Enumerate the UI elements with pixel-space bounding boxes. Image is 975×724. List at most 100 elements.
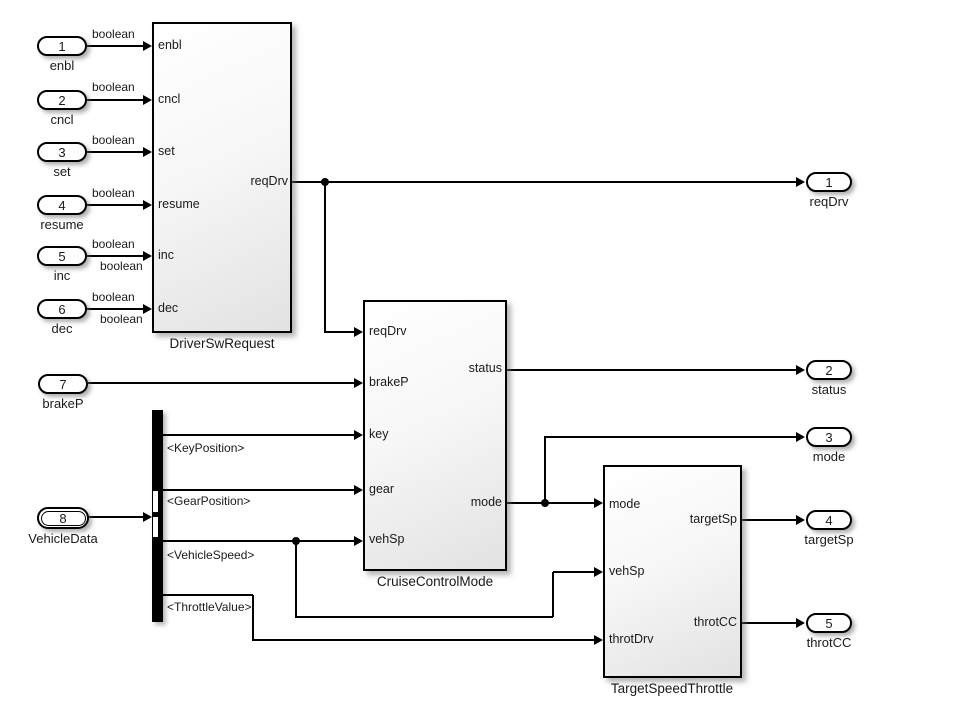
arrowhead-reqdrv-outport xyxy=(796,177,805,187)
wire-brakep[interactable] xyxy=(88,382,355,384)
inport-1[interactable]: 1 xyxy=(37,36,87,56)
signal-type-label-resume: boolean xyxy=(92,186,135,200)
arrowhead-cncl xyxy=(143,95,152,105)
tst-port-throtdrv: throtDrv xyxy=(609,632,654,646)
outport-4-number: 4 xyxy=(825,512,833,528)
ccm-port-mode: mode xyxy=(470,495,502,509)
inport-4-number: 4 xyxy=(58,197,66,213)
inport-1-number: 1 xyxy=(58,38,66,54)
wire-vehiclespeed-branch-h2[interactable] xyxy=(553,571,595,573)
wire-mode-branch-h[interactable] xyxy=(544,436,797,438)
outport-4-label: targetSp xyxy=(804,532,854,547)
outport-2-label: status xyxy=(811,382,847,397)
arrowhead-targetsp xyxy=(796,515,805,525)
arrowhead-set xyxy=(143,147,152,157)
dsr-port-reqdrv: reqDrv xyxy=(250,174,288,188)
wire-throttlevalue-h2[interactable] xyxy=(252,639,595,641)
wire-reqdrv-branch-v[interactable] xyxy=(324,182,326,332)
wire-mode[interactable] xyxy=(507,502,595,504)
arrowhead-inc xyxy=(143,251,152,261)
arrowhead-dec xyxy=(143,304,152,314)
outport-3-label: mode xyxy=(812,449,846,464)
arrowhead-resume xyxy=(143,200,152,210)
outport-1[interactable]: 1 xyxy=(806,172,852,192)
wire-set[interactable] xyxy=(87,151,144,153)
outport-1-number: 1 xyxy=(825,174,833,190)
dsr-port-set: set xyxy=(158,144,175,158)
wire-status[interactable] xyxy=(507,369,797,371)
block-name-cruise-control-mode: CruiseControlMode xyxy=(376,574,494,589)
outport-5-label: throtCC xyxy=(806,635,852,650)
block-cruise-control-mode[interactable] xyxy=(363,300,507,571)
inport-4[interactable]: 4 xyxy=(37,195,87,215)
outport-3-number: 3 xyxy=(825,429,833,445)
bus-selector-notch-top xyxy=(153,491,158,512)
inport-3-label: set xyxy=(53,164,71,179)
wire-mode-branch-v[interactable] xyxy=(544,437,546,503)
signal-type-label-set: boolean xyxy=(92,133,135,147)
inport-6[interactable]: 6 xyxy=(37,299,87,319)
signal-type-label-enbl: boolean xyxy=(92,27,135,41)
wire-inc[interactable] xyxy=(87,255,144,257)
block-driver-sw-request[interactable] xyxy=(152,22,292,333)
wire-throttlevalue-h1[interactable] xyxy=(163,594,253,596)
arrowhead-enbl xyxy=(143,41,152,51)
dsr-port-enbl: enbl xyxy=(158,38,182,52)
dsr-port-dec: dec xyxy=(158,301,179,315)
outport-2[interactable]: 2 xyxy=(806,360,852,380)
inport-6-number: 6 xyxy=(58,301,66,317)
wire-targetsp[interactable] xyxy=(742,519,797,521)
wire-dec[interactable] xyxy=(87,308,144,310)
inport-7-number: 7 xyxy=(59,376,67,392)
inport-7-label: brakeP xyxy=(42,396,84,411)
arrowhead-brakep xyxy=(354,378,363,388)
outport-2-number: 2 xyxy=(825,362,833,378)
tst-port-throtcc: throtCC xyxy=(693,615,737,629)
dsr-port-inc: inc xyxy=(158,248,174,262)
bus-selector-block[interactable] xyxy=(152,410,163,622)
bus-signal-label-throttlevalue: <ThrottleValue> xyxy=(167,600,252,614)
wire-keyposition[interactable] xyxy=(163,434,355,436)
wire-enbl[interactable] xyxy=(87,45,144,47)
outport-4[interactable]: 4 xyxy=(806,510,852,530)
wire-throtcc[interactable] xyxy=(742,622,797,624)
wire-resume[interactable] xyxy=(87,204,144,206)
ccm-port-brakep: brakeP xyxy=(369,375,409,389)
inport-6-label: dec xyxy=(51,321,73,336)
outport-3[interactable]: 3 xyxy=(806,427,852,447)
inport-7[interactable]: 7 xyxy=(38,374,88,394)
wire-gearposition[interactable] xyxy=(163,489,355,491)
inport-8-bus[interactable]: 8 xyxy=(37,507,89,529)
inport-5-label: inc xyxy=(53,268,71,283)
inport-3[interactable]: 3 xyxy=(37,142,87,162)
arrowhead-vehiclespeed-ccm xyxy=(354,536,363,546)
wire-vehiclespeed-branch-v1[interactable] xyxy=(295,541,297,617)
arrowhead-vehicledata xyxy=(143,512,152,522)
inport-4-label: resume xyxy=(40,217,84,232)
block-name-target-speed-throttle: TargetSpeedThrottle xyxy=(610,681,734,696)
arrowhead-gearposition xyxy=(354,485,363,495)
wire-vehiclespeed[interactable] xyxy=(163,540,355,542)
ccm-port-vehsp: vehSp xyxy=(369,532,405,546)
block-target-speed-throttle[interactable] xyxy=(603,465,742,678)
signal-type-label-dec-below: boolean xyxy=(100,312,143,326)
inport-5[interactable]: 5 xyxy=(37,246,87,266)
wire-reqdrv-main[interactable] xyxy=(292,181,797,183)
ccm-port-status: status xyxy=(468,361,502,375)
arrowhead-status xyxy=(796,365,805,375)
bus-signal-label-vehiclespeed: <VehicleSpeed> xyxy=(167,548,255,562)
wire-reqdrv-branch-h[interactable] xyxy=(324,331,355,333)
wire-cncl[interactable] xyxy=(87,99,144,101)
ccm-port-gear: gear xyxy=(369,482,395,496)
bus-signal-label-keyposition: <KeyPosition> xyxy=(167,441,245,455)
wire-throttlevalue-v[interactable] xyxy=(252,595,254,640)
outport-5[interactable]: 5 xyxy=(806,613,852,633)
wire-vehiclespeed-branch-v2[interactable] xyxy=(552,572,554,617)
inport-2-label: cncl xyxy=(50,112,74,127)
block-name-driver-sw-request: DriverSwRequest xyxy=(169,336,275,351)
ccm-port-reqdrv: reqDrv xyxy=(369,324,407,338)
wire-vehiclespeed-branch-h1[interactable] xyxy=(295,616,553,618)
wire-vehicledata[interactable] xyxy=(88,516,144,518)
inport-2[interactable]: 2 xyxy=(37,90,87,110)
arrowhead-keyposition xyxy=(354,430,363,440)
